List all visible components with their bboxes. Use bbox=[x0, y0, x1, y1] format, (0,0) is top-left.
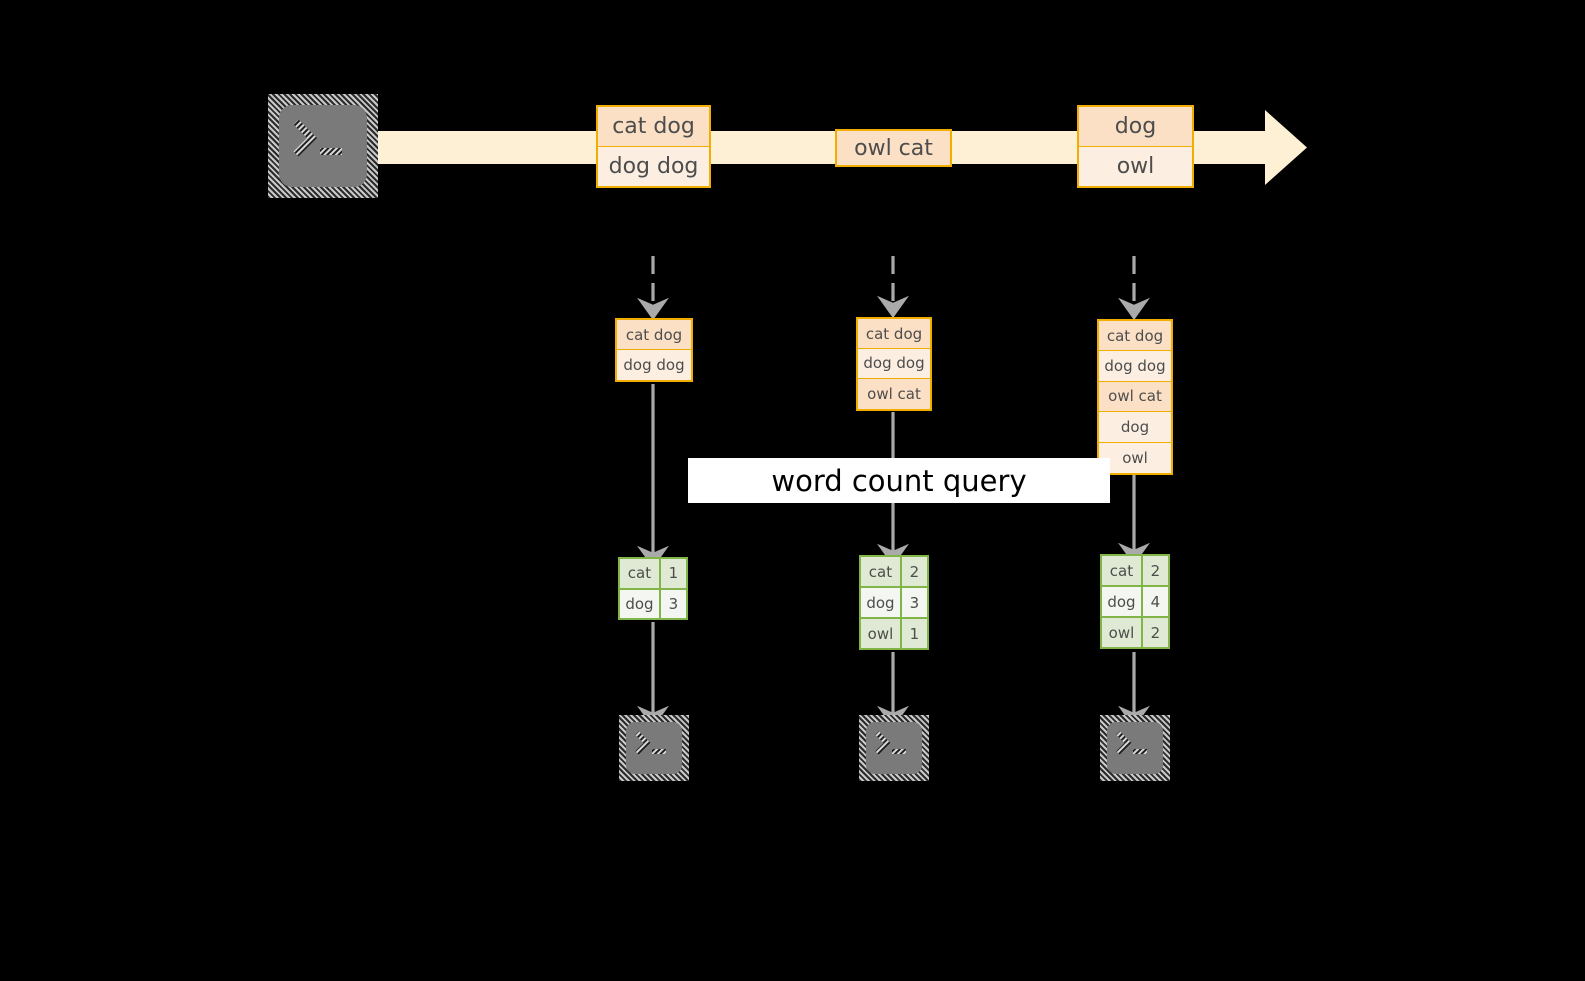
terminal-prompt-glyph bbox=[875, 731, 906, 755]
table-row: dog 4 bbox=[1102, 587, 1168, 618]
stream-event-row: owl bbox=[1079, 146, 1192, 186]
table-row: dog 3 bbox=[861, 588, 927, 619]
terminal-face bbox=[1107, 722, 1163, 774]
table-cell-word: dog bbox=[620, 589, 661, 618]
terminal-face bbox=[626, 722, 682, 774]
terminal-face bbox=[866, 722, 922, 774]
result-table-3[interactable]: cat 2 dog 4 owl 2 bbox=[1100, 554, 1170, 649]
table-cell-word: dog bbox=[1102, 587, 1143, 616]
query-label: word count query bbox=[688, 458, 1110, 503]
buffer-row: cat dog bbox=[858, 319, 930, 349]
buffer-row: owl cat bbox=[1099, 381, 1171, 413]
buffer-row: owl bbox=[1099, 442, 1171, 473]
table-cell-word: dog bbox=[861, 588, 902, 617]
buffer-row: dog dog bbox=[617, 350, 691, 380]
table-cell-count: 4 bbox=[1142, 587, 1168, 616]
buffer-row: dog bbox=[1099, 412, 1171, 443]
table-cell-word: owl bbox=[1102, 618, 1143, 647]
buffer-row: cat dog bbox=[1099, 321, 1171, 352]
table-cell-word: owl bbox=[861, 619, 902, 648]
sink-terminal-icon-1[interactable] bbox=[619, 715, 689, 781]
snapshot-feed-arrows bbox=[637, 256, 1150, 321]
table-cell-count: 1 bbox=[660, 559, 686, 588]
stream-event-3[interactable]: dog owl bbox=[1077, 105, 1194, 188]
table-row: cat 1 bbox=[620, 559, 686, 590]
table-cell-word: cat bbox=[620, 559, 661, 588]
stream-event-row: owl cat bbox=[837, 131, 950, 165]
sink-terminal-icon-3[interactable] bbox=[1100, 715, 1170, 781]
terminal-face bbox=[279, 105, 367, 187]
table-cell-count: 3 bbox=[901, 588, 927, 617]
snapshot-2-buffer[interactable]: cat dog dog dog owl cat bbox=[856, 317, 932, 411]
table-cell-count: 2 bbox=[901, 557, 927, 586]
stream-event-row: dog bbox=[1079, 107, 1192, 147]
result-table-2[interactable]: cat 2 dog 3 owl 1 bbox=[859, 555, 929, 650]
buffer-row: dog dog bbox=[1099, 351, 1171, 382]
table-row: owl 1 bbox=[861, 619, 927, 648]
table-cell-count: 1 bbox=[901, 619, 927, 648]
stream-event-1[interactable]: cat dog dog dog bbox=[596, 105, 711, 188]
source-terminal-icon[interactable] bbox=[268, 94, 378, 198]
table-row: cat 2 bbox=[1102, 556, 1168, 587]
snapshot-3-buffer[interactable]: cat dog dog dog owl cat dog owl bbox=[1097, 319, 1173, 475]
sink-terminal-icon-2[interactable] bbox=[859, 715, 929, 781]
result-to-sink-connectors bbox=[637, 622, 1150, 729]
buffer-row: cat dog bbox=[617, 320, 691, 350]
table-cell-word: cat bbox=[861, 557, 902, 586]
terminal-prompt-glyph bbox=[1116, 731, 1147, 755]
stream-event-row: dog dog bbox=[598, 146, 709, 186]
stream-event-2[interactable]: owl cat bbox=[835, 129, 952, 167]
table-cell-count: 3 bbox=[660, 589, 686, 618]
buffer-row: owl cat bbox=[858, 378, 930, 409]
table-cell-count: 2 bbox=[1142, 618, 1168, 647]
table-row: owl 2 bbox=[1102, 618, 1168, 647]
terminal-prompt-glyph bbox=[293, 119, 342, 157]
stream-event-row: cat dog bbox=[598, 107, 709, 147]
terminal-prompt-glyph bbox=[635, 731, 666, 755]
table-row: dog 3 bbox=[620, 589, 686, 618]
snapshot-1-buffer[interactable]: cat dog dog dog bbox=[615, 318, 693, 382]
table-row: cat 2 bbox=[861, 557, 927, 588]
table-cell-count: 2 bbox=[1142, 556, 1168, 585]
table-cell-word: cat bbox=[1102, 556, 1143, 585]
result-table-1[interactable]: cat 1 dog 3 bbox=[618, 557, 688, 620]
buffer-row: dog dog bbox=[858, 349, 930, 379]
